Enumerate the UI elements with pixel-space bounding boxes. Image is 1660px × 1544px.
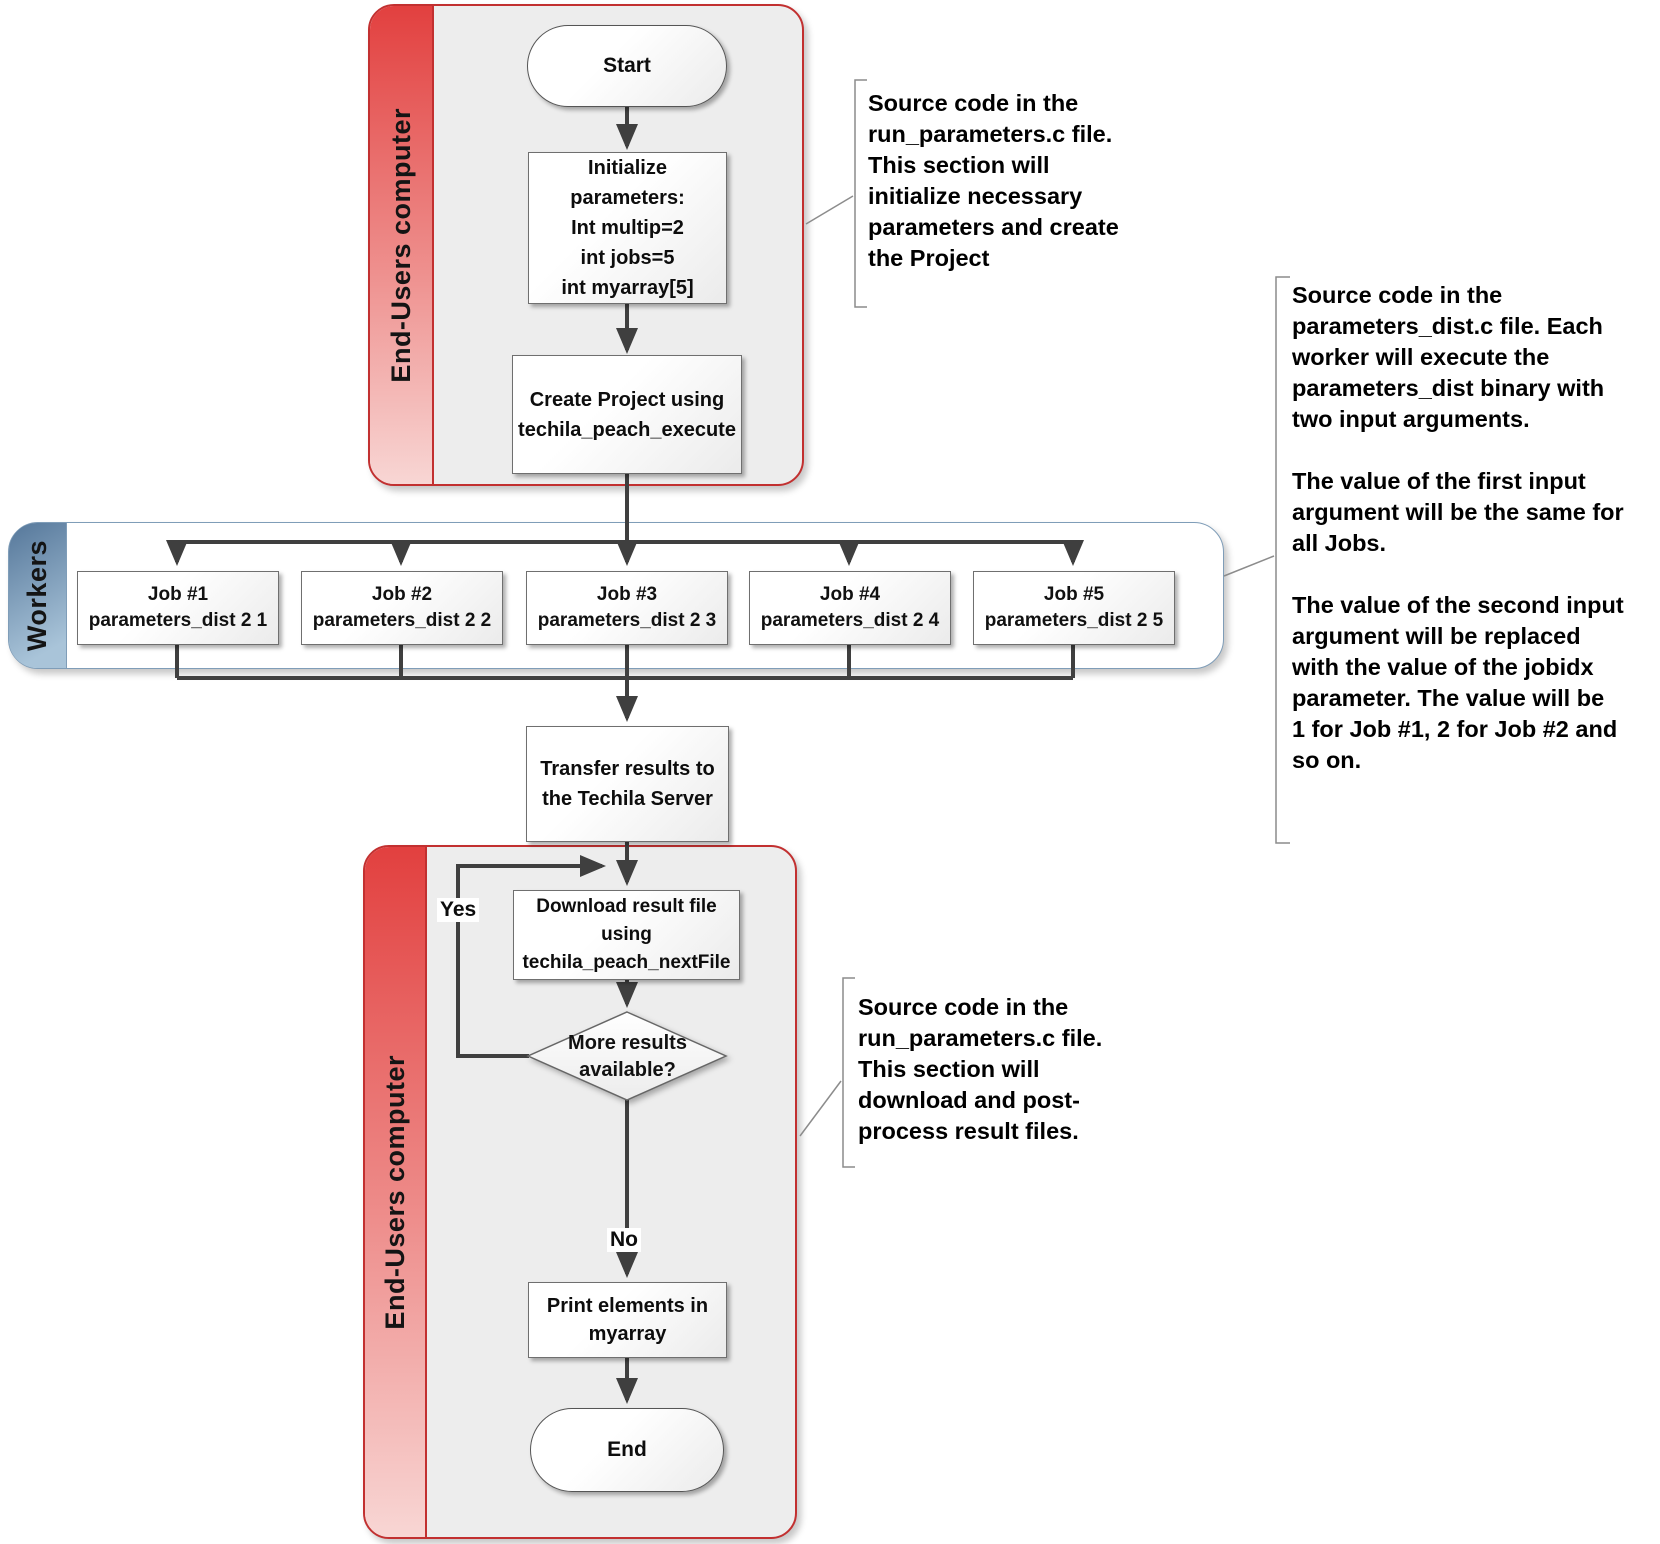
job-5-title: Job #5 [1043,584,1105,605]
annotation-postprocess-section: Source code in the run_parameters.c file… [858,994,1103,1144]
node-job-4: Job #4 parameters_dist 2 4 [749,571,951,645]
section-end-users-top-label: End-Users computer [385,107,416,383]
bracket-annotation-2 [1275,276,1290,844]
section-workers-label: Workers [22,539,52,652]
job-4-title: Job #4 [819,584,881,605]
node-job-3: Job #3 parameters_dist 2 3 [526,571,728,645]
section-workers-band: Workers [9,523,67,668]
node-transfer-results-label: Transfer results to the Techila Server [540,758,715,810]
section-end-users-bottom-band: End-Users computer [365,847,427,1537]
leader-annotation-1 [805,195,854,225]
node-job-2: Job #2 parameters_dist 2 2 [301,571,503,645]
section-end-users-top-band: End-Users computer [370,6,434,484]
node-print-elements-label: Print elements in myarray [546,1295,709,1345]
job-1-title: Job #1 [147,584,209,605]
node-transfer-results: Transfer results to the Techila Server [526,726,729,842]
node-job-1: Job #1 parameters_dist 2 1 [77,571,279,645]
node-create-project-label: Create Project using techila_peach_execu… [518,388,736,441]
job-3-command: parameters_dist 2 3 [537,610,717,631]
annotation-workers-section: Source code in the parameters_dist.c fil… [1292,282,1624,773]
node-end: End [530,1408,724,1492]
bracket-annotation-1 [854,79,867,308]
node-print-elements: Print elements in myarray [528,1282,727,1358]
job-3-title: Job #3 [596,584,658,605]
node-create-project: Create Project using techila_peach_execu… [512,355,742,474]
decision-question-text: More results available? [568,1032,687,1081]
branch-label-yes: Yes [437,898,480,922]
job-2-command: parameters_dist 2 2 [312,610,492,631]
job-1-command: parameters_dist 2 1 [88,610,268,631]
job-4-command: parameters_dist 2 4 [760,610,940,631]
bracket-annotation-3 [842,977,855,1168]
node-decision-label: More results available? [540,1029,715,1085]
node-initialize-parameters-label: Initialize parameters: Int multip=2 int … [561,157,694,299]
annotation-initialize-section: Source code in the run_parameters.c file… [868,90,1119,271]
node-end-label: End [607,1438,647,1461]
node-download-result: Download result file using techila_peach… [513,890,740,980]
node-job-5: Job #5 parameters_dist 2 5 [973,571,1175,645]
job-2-title: Job #2 [371,584,433,605]
node-start: Start [527,25,727,107]
leader-annotation-2 [1223,555,1275,577]
node-download-result-label: Download result file using techila_peach… [522,896,731,973]
branch-label-no: No [607,1228,641,1252]
node-initialize-parameters: Initialize parameters: Int multip=2 int … [528,152,727,304]
job-5-command: parameters_dist 2 5 [984,610,1164,631]
section-end-users-bottom-label: End-Users computer [379,1054,410,1330]
node-start-label: Start [603,54,651,77]
leader-annotation-3 [799,1080,842,1137]
